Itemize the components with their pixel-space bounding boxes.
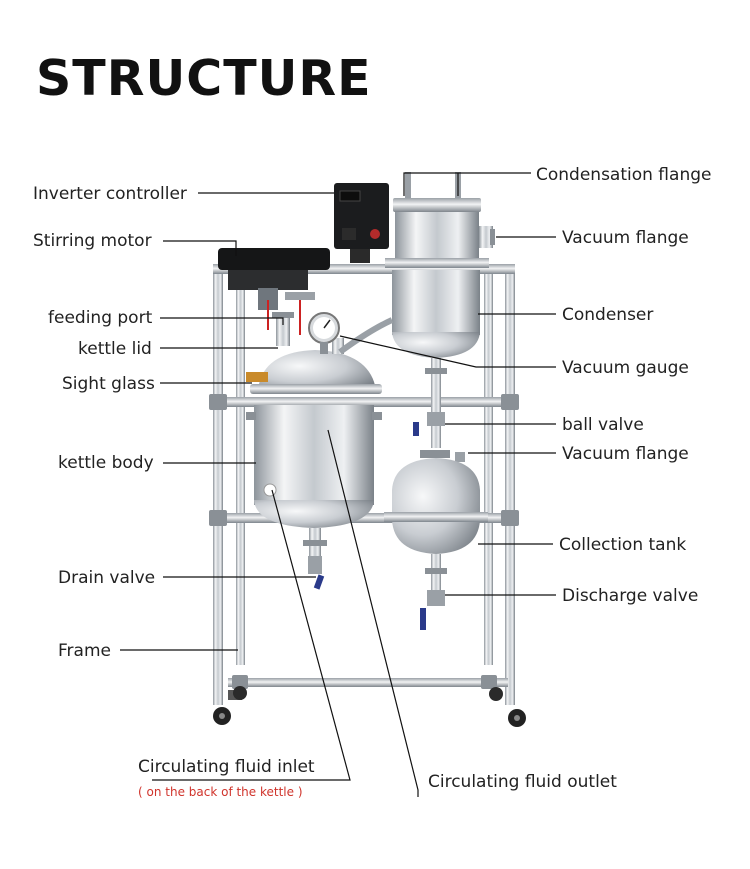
label-collection-tank: Collection tank	[559, 535, 686, 555]
frame-bar-top	[213, 264, 515, 274]
page-title: STRUCTURE	[36, 50, 372, 107]
label-ball-valve: ball valve	[562, 415, 644, 435]
frame-bar-lower	[213, 513, 515, 523]
wheel-left-back	[233, 686, 247, 700]
frame-bar-mid	[213, 397, 515, 407]
feeding-port	[276, 316, 290, 346]
label-circulating-fluid-outlet: Circulating fluid outlet	[428, 772, 617, 792]
stirring-motor	[218, 248, 330, 335]
condensation-flange	[393, 198, 481, 212]
caster-wheels	[213, 686, 526, 727]
kettle-body	[246, 405, 382, 528]
label-stirring-motor: Stirring motor	[33, 231, 152, 251]
condenser	[338, 172, 495, 358]
ball-valve	[413, 358, 447, 448]
label-feeding-port: feeding port	[48, 308, 153, 328]
label-kettle-body: kettle body	[58, 453, 154, 473]
kettle-lid	[246, 312, 382, 394]
discharge-valve	[420, 554, 447, 630]
label-kettle-lid: kettle lid	[78, 339, 152, 359]
vacuum-gauge	[308, 312, 340, 354]
inverter-controller	[334, 183, 389, 263]
label-inlet-note: ( on the back of the kettle )	[138, 785, 303, 799]
reactor-frame	[209, 264, 519, 705]
frame-post-left-back	[236, 265, 245, 665]
label-condensation-flange: Condensation flange	[536, 165, 711, 185]
sight-glass	[246, 372, 268, 382]
label-discharge-valve: Discharge valve	[562, 586, 698, 606]
labels: Inverter controller Stirring motor feedi…	[33, 165, 711, 799]
label-vacuum-flange-top: Vacuum flange	[562, 228, 689, 248]
wheel-right-back	[489, 687, 503, 701]
frame-post-right-back	[484, 265, 493, 665]
label-condenser: Condenser	[562, 305, 653, 325]
label-inverter-controller: Inverter controller	[33, 184, 187, 204]
collection-tank	[384, 450, 488, 554]
label-sight-glass: Sight glass	[62, 374, 155, 394]
frame-post-left-front	[213, 265, 223, 705]
leader-lines	[120, 172, 556, 797]
drain-valve	[303, 528, 327, 590]
frame-post-right-front	[505, 265, 515, 705]
label-vacuum-flange-mid: Vacuum flange	[562, 444, 689, 464]
vacuum-flange-top	[479, 226, 493, 248]
label-frame: Frame	[58, 641, 111, 661]
frame-bar-bottom	[228, 678, 508, 687]
circulating-fluid-inlet-port	[263, 483, 277, 497]
label-drain-valve: Drain valve	[58, 568, 155, 588]
label-vacuum-gauge: Vacuum gauge	[562, 358, 689, 378]
vacuum-flange-mid	[420, 450, 450, 458]
label-circulating-fluid-inlet: Circulating fluid inlet	[138, 757, 315, 777]
